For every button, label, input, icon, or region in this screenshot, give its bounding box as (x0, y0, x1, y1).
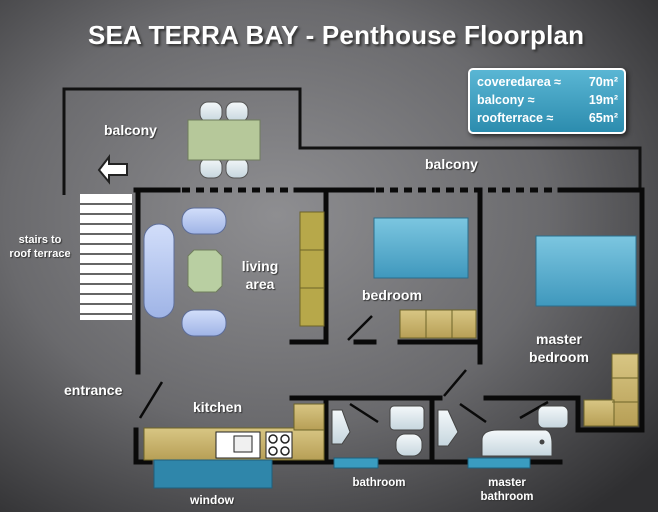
label-entrance: entrance (64, 382, 123, 398)
area-row-balcony: balcony ≈ 19m² (477, 93, 618, 109)
label-stairs-line1: stairs to (18, 234, 62, 246)
label-balcony-main: balcony (425, 156, 478, 172)
label-bedroom: bedroom (362, 287, 422, 303)
label-stairs-line2: roof terrace (9, 248, 71, 260)
label-window: window (190, 493, 234, 507)
area-summary-box: coveredarea ≈ 70m² balcony ≈ 19m² roofte… (468, 68, 626, 134)
label-master-line2: bedroom (529, 349, 589, 365)
windows (153, 457, 531, 489)
bathroom-fixtures (331, 405, 569, 457)
area-label: balcony ≈ (477, 93, 535, 107)
area-row-roofterrace: roofterrace ≈ 65m² (477, 111, 618, 127)
label-master-bath-line2: bathroom (480, 491, 534, 503)
label-bathroom: bathroom (352, 477, 406, 489)
label-balcony-upper: balcony (104, 122, 157, 138)
area-value: 19m² (588, 93, 618, 107)
label-living-line2: area (245, 276, 275, 292)
door-swings (138, 315, 549, 424)
kitchen-counter (143, 403, 325, 461)
up-arrow-icon (97, 154, 128, 185)
balcony-dining-set (187, 101, 261, 179)
area-row-covered: coveredarea ≈ 70m² (477, 75, 618, 91)
area-value: 70m² (588, 75, 618, 89)
label-kitchen: kitchen (193, 399, 243, 415)
area-value: 65m² (588, 111, 618, 125)
area-label: coveredarea ≈ (477, 75, 561, 89)
label-master-line1: master (536, 331, 582, 347)
label-master-bath-line1: master (488, 477, 526, 489)
bedroom-furniture (373, 217, 477, 339)
page-title: SEA TERRA BAY - Penthouse Floorplan (88, 20, 585, 50)
walls (133, 187, 645, 465)
label-living-line1: living (241, 258, 279, 274)
living-furniture (143, 207, 325, 337)
master-bedroom-furniture (535, 235, 639, 427)
area-label: roofterrace ≈ (477, 111, 554, 125)
balcony-outline (62, 87, 642, 195)
stairs (80, 194, 132, 320)
